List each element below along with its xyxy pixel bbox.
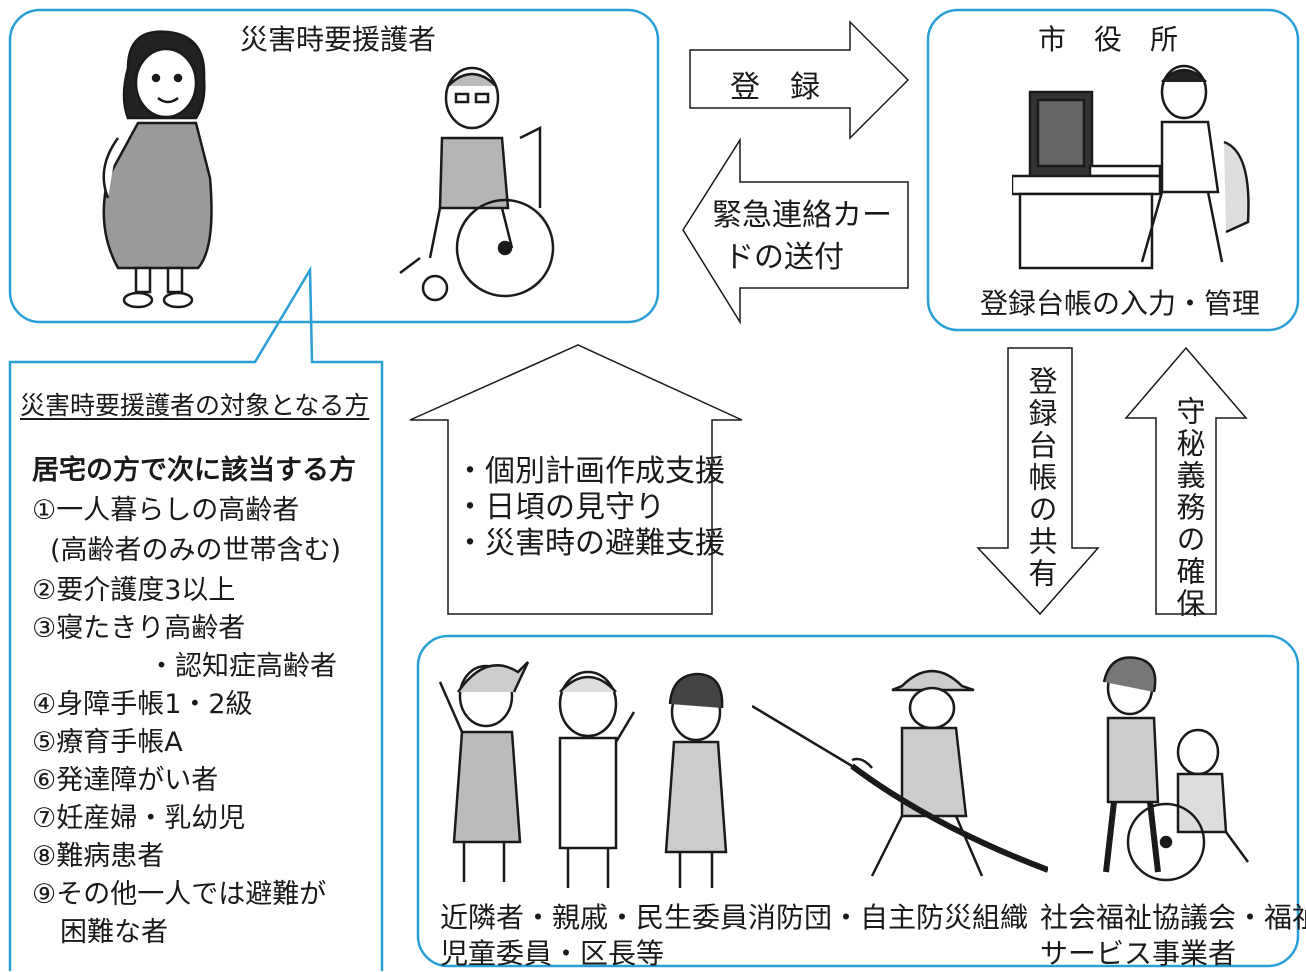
- eligibility-item: ①一人暮らしの高齢者: [32, 495, 300, 526]
- confidentiality-label: 守秘義務の確保: [1172, 396, 1206, 620]
- pregnant-woman-figure: [102, 30, 213, 309]
- eligibility-item: ④身障手帳1・2級: [32, 689, 253, 720]
- confidentiality-up-arrow: [1124, 346, 1248, 615]
- elderly-wheelchair-figure: [399, 66, 555, 302]
- supporter-group-1-line1: 近隣者・親戚・民生委員: [440, 901, 749, 934]
- eligibility-heading: 災害時要援護者の対象となる方: [20, 391, 370, 420]
- support-item: ・災害時の避難支援: [455, 526, 725, 561]
- support-item: ・日頃の見守り: [455, 490, 665, 525]
- city-hall-box: [926, 8, 1300, 332]
- supporter-group-1-line2: 児童委員・区長等: [440, 937, 665, 970]
- share-label: 登録台帳の共有: [1024, 366, 1058, 590]
- eligibility-item: ・認知症高齢者: [148, 651, 337, 682]
- support-up-arrow: [409, 344, 743, 615]
- supporter-group-2-line1: 消防団・自主防災組織: [748, 901, 1029, 934]
- card-label-line2: ドの送付: [724, 240, 844, 275]
- eligibility-item: ②要介護度3以上: [32, 575, 236, 606]
- eligibility-item: ⑧難病患者: [32, 841, 165, 872]
- eligibility-item: 困難な者: [60, 917, 168, 948]
- office-worker-computer-figure: [1012, 64, 1250, 270]
- supporters-box: [416, 634, 1300, 968]
- firefighter-hose-figure: [752, 669, 1048, 877]
- eligibility-item: ⑤療育手帳A: [32, 727, 183, 758]
- support-needed-title: 災害時要援護者: [240, 23, 437, 56]
- card-label-line1: 緊急連絡カー: [712, 198, 892, 233]
- city-hall-title: 市 役 所: [1038, 23, 1179, 56]
- eligibility-subheading: 居宅の方で次に該当する方: [32, 455, 356, 486]
- register-label: 登 録: [730, 70, 820, 105]
- supporter-group-3-line2: サービス事業者: [1040, 937, 1237, 970]
- register-arrow: [689, 20, 910, 140]
- eligibility-item: ⑥発達障がい者: [32, 765, 219, 796]
- eligibility-item: ③寝たきり高齢者: [32, 613, 246, 644]
- eligibility-item: ⑨その他一人では避難が: [32, 879, 327, 910]
- support-item: ・個別計画作成支援: [455, 454, 725, 489]
- share-down-arrow: [976, 347, 1100, 616]
- eligibility-item: (高齢者のみの世帯含む): [50, 535, 342, 566]
- neighbors-group-figures: [438, 661, 728, 888]
- eligibility-item: ⑦妊産婦・乳幼児: [32, 803, 246, 834]
- support-needed-box: [8, 8, 660, 324]
- supporter-group-3-line1: 社会福祉協議会・福祉: [1040, 901, 1306, 934]
- eligibility-callout: [8, 265, 384, 971]
- city-hall-caption: 登録台帳の入力・管理: [980, 287, 1261, 320]
- card-send-arrow: [682, 137, 909, 325]
- caregiver-wheelchair-figure: [1102, 656, 1250, 882]
